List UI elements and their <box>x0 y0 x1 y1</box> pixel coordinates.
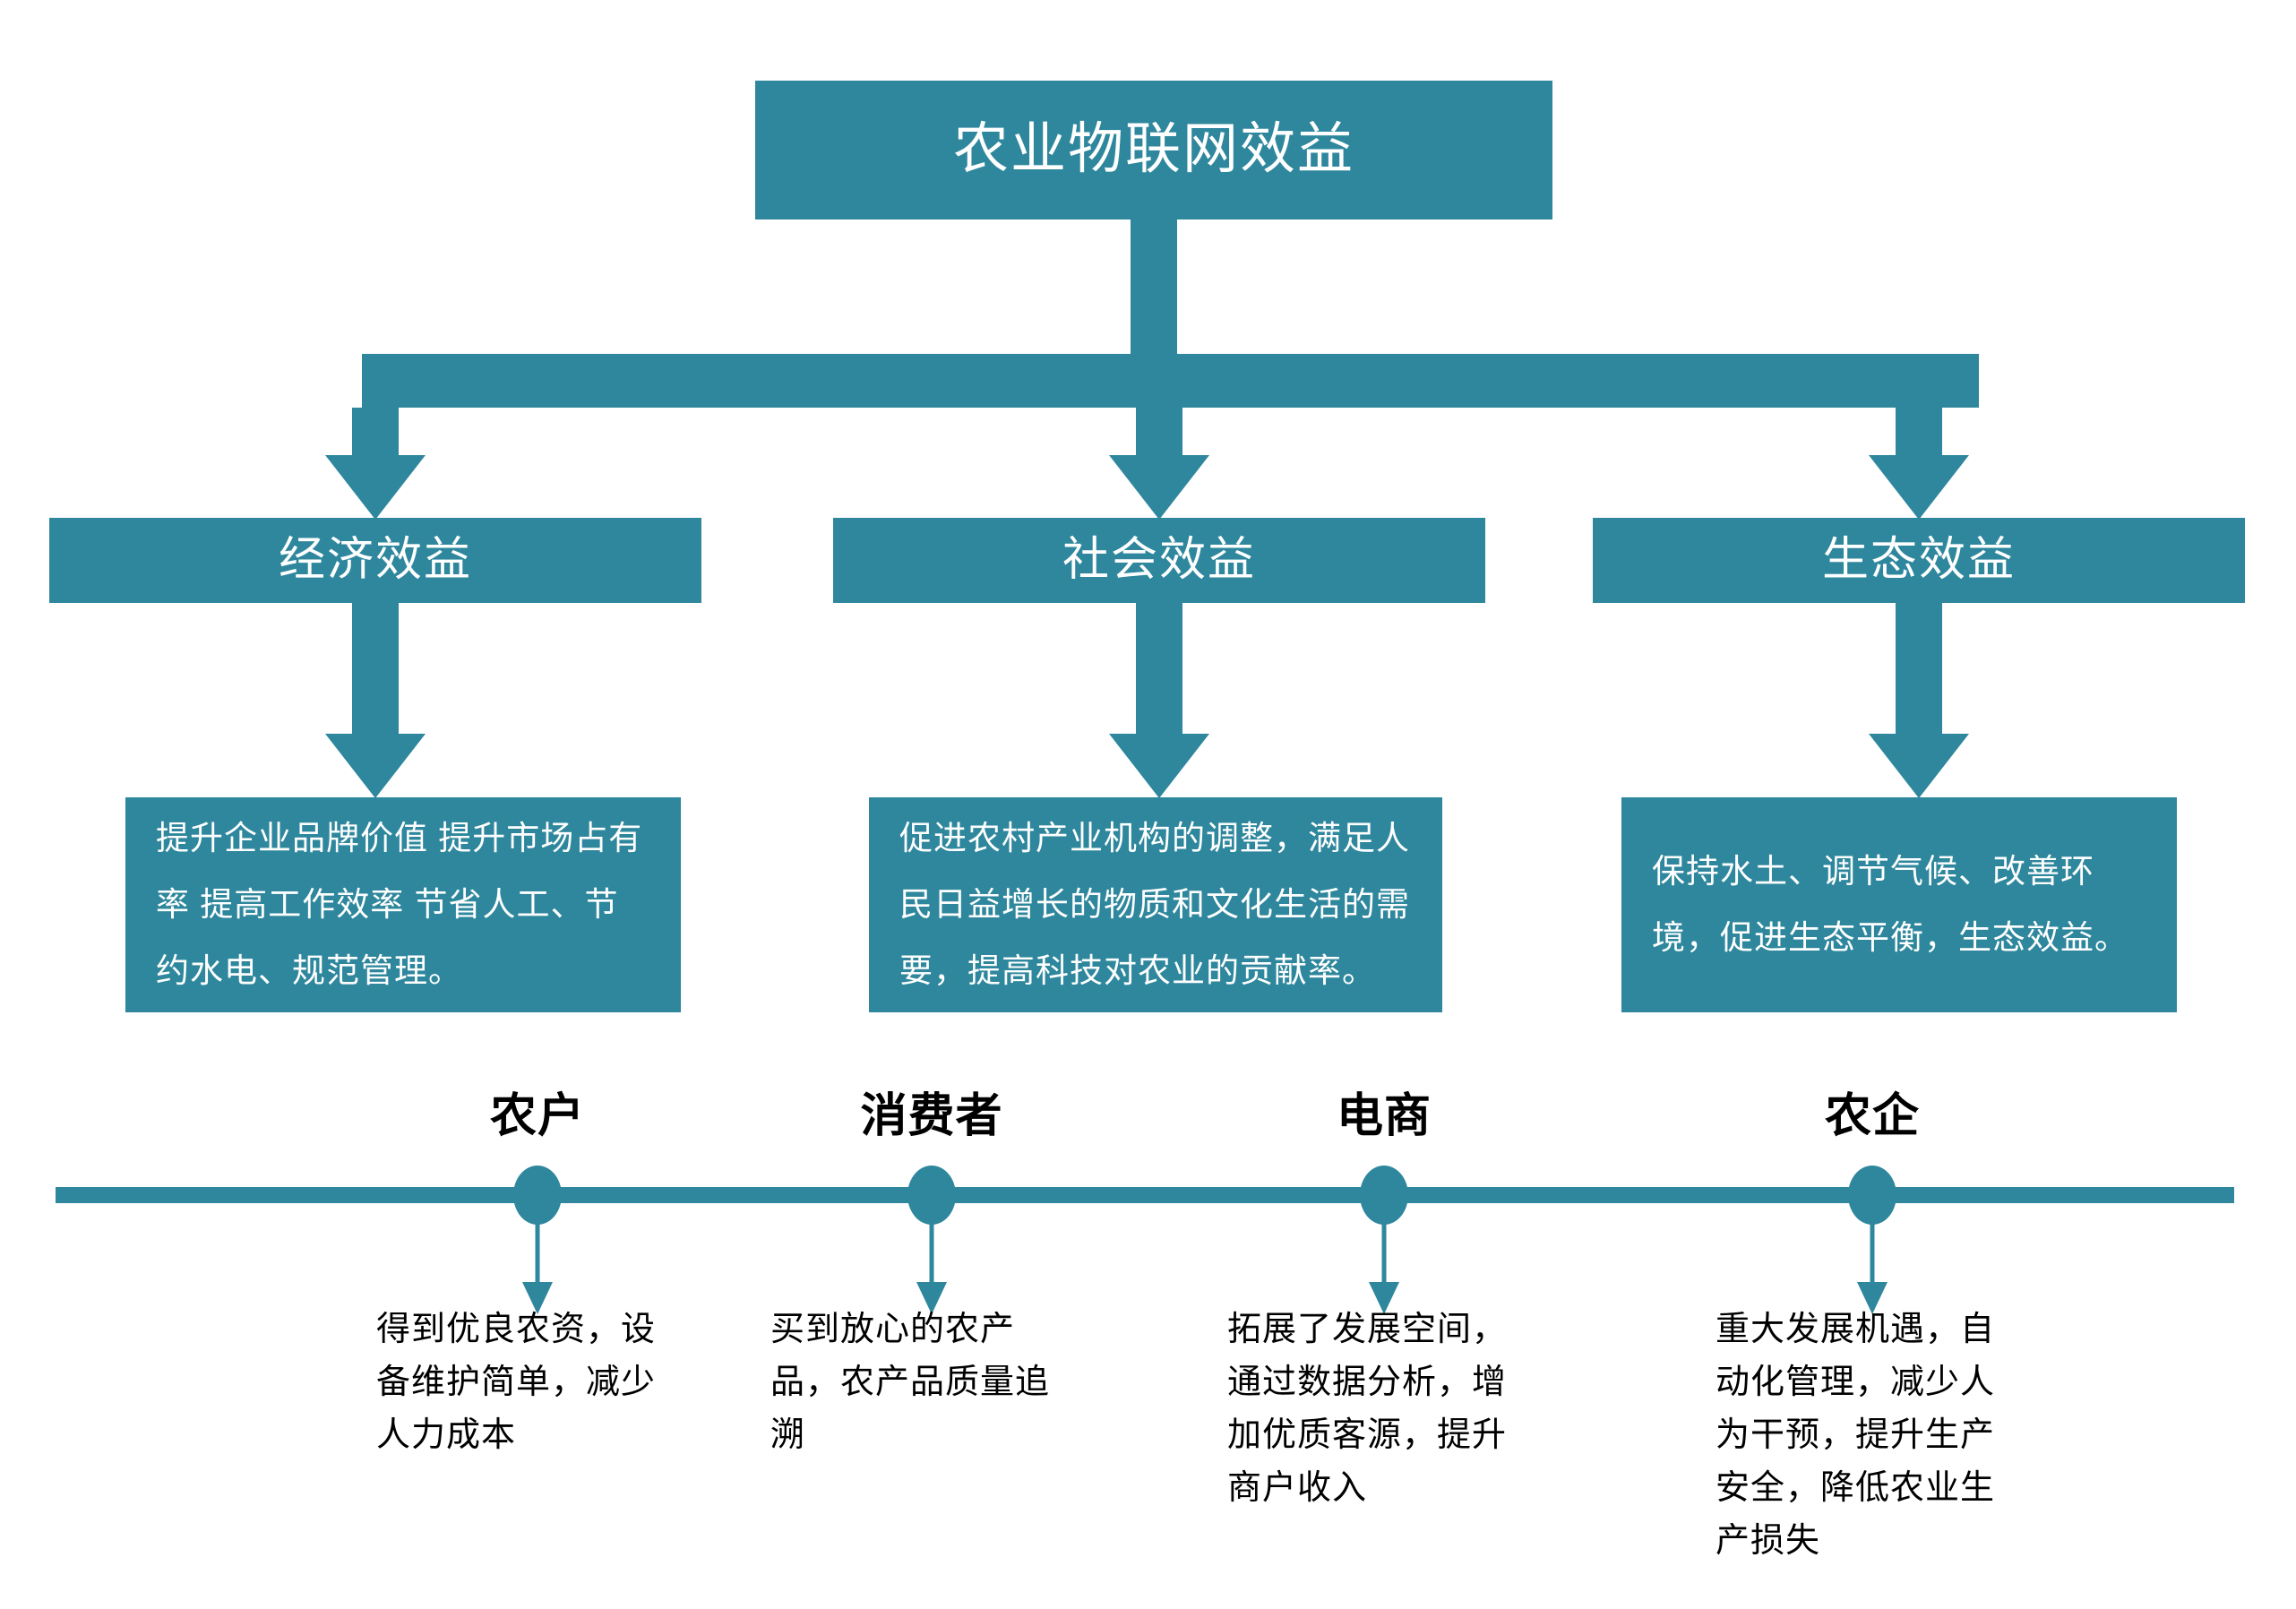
category-box-social: 社会效益 <box>833 518 1485 603</box>
root-node-box: 农业物联网效益 <box>755 81 1552 219</box>
arrow-head <box>522 1282 553 1314</box>
arrow-root-to-category-0 <box>325 408 426 520</box>
category-box-ecological: 生态效益 <box>1593 518 2245 603</box>
timeline-axis <box>56 1187 2234 1203</box>
arrow-shaft <box>352 408 399 457</box>
arrow-head <box>1109 455 1209 520</box>
arrow-shaft <box>929 1214 934 1287</box>
category-label-social: 社会效益 <box>1062 534 1256 587</box>
root-stem-connector <box>1131 219 1177 354</box>
arrow-head <box>1869 734 1969 798</box>
detail-box-economic: 提升企业品牌价值 提升市场占有率 提高工作效率 节省人工、节约水电、规范管理。 <box>125 797 681 1012</box>
timeline-label-agribusiness: 农企 <box>1824 1090 1921 1142</box>
detail-text-social: 促进农村产业机构的调整，满足人民日益增长的物质和文化生活的需要，提高科技对农业的… <box>899 820 1410 989</box>
timeline-label-consumer: 消费者 <box>860 1090 1003 1142</box>
detail-box-social: 促进农村产业机构的调整，满足人民日益增长的物质和文化生活的需要，提高科技对农业的… <box>869 797 1442 1012</box>
timeline-arrow-agribusiness <box>1857 1214 1888 1314</box>
arrow-category-2-to-detail <box>1869 603 1969 800</box>
detail-text-economic: 提升企业品牌价值 提升市场占有率 提高工作效率 节省人工、节约水电、规范管理。 <box>156 820 643 989</box>
timeline-label-ecommerce: 电商 <box>1336 1090 1432 1142</box>
horizontal-distribution-bar <box>362 354 1979 408</box>
arrow-root-to-category-1 <box>1109 408 1209 520</box>
arrow-head <box>1109 734 1209 798</box>
category-label-economic: 经济效益 <box>278 534 472 587</box>
timeline-label-farmer: 农户 <box>489 1090 586 1142</box>
arrow-head <box>1857 1282 1888 1314</box>
detail-text-ecological: 保持水土、调节气候、改善环境，促进生态平衡，生态效益。 <box>1652 853 2128 956</box>
timeline-description-agribusiness: 重大发展机遇，自动化管理，减少人为干预，提升生产安全，降低农业生产损失 <box>1716 1311 1996 1560</box>
arrow-category-1-to-detail <box>1109 603 1209 800</box>
arrow-shaft <box>1896 603 1942 736</box>
arrow-shaft <box>1896 408 1942 457</box>
arrow-shaft <box>1870 1214 1875 1287</box>
arrow-head <box>325 734 426 798</box>
detail-box-ecological: 保持水土、调节气候、改善环境，促进生态平衡，生态效益。 <box>1621 797 2177 1012</box>
arrow-shaft <box>1381 1214 1387 1287</box>
arrow-head <box>916 1282 947 1314</box>
arrow-root-to-category-2 <box>1869 408 1969 520</box>
root-node-title: 农业物联网效益 <box>952 118 1354 181</box>
arrow-head <box>1869 455 1969 520</box>
timeline-description-ecommerce: 拓展了发展空间，通过数据分析，增加优质客源，提升商户收入 <box>1227 1311 1508 1507</box>
arrow-category-0-to-detail <box>325 603 426 800</box>
arrow-shaft <box>1136 408 1182 457</box>
arrow-head <box>1369 1282 1399 1314</box>
timeline-arrow-farmer <box>522 1214 553 1314</box>
timeline-arrow-ecommerce <box>1369 1214 1399 1314</box>
arrow-shaft <box>1136 603 1182 736</box>
timeline-arrow-consumer <box>916 1214 947 1314</box>
arrow-head <box>325 455 426 520</box>
arrow-shaft <box>352 603 399 736</box>
arrow-shaft <box>535 1214 540 1287</box>
category-box-economic: 经济效益 <box>49 518 701 603</box>
timeline-description-consumer: 买到放心的农产品，农产品质量追溯 <box>770 1311 1051 1454</box>
category-label-ecological: 生态效益 <box>1821 534 2016 587</box>
timeline-description-farmer: 得到优良农资，设备维护简单，减少人力成本 <box>376 1311 657 1454</box>
